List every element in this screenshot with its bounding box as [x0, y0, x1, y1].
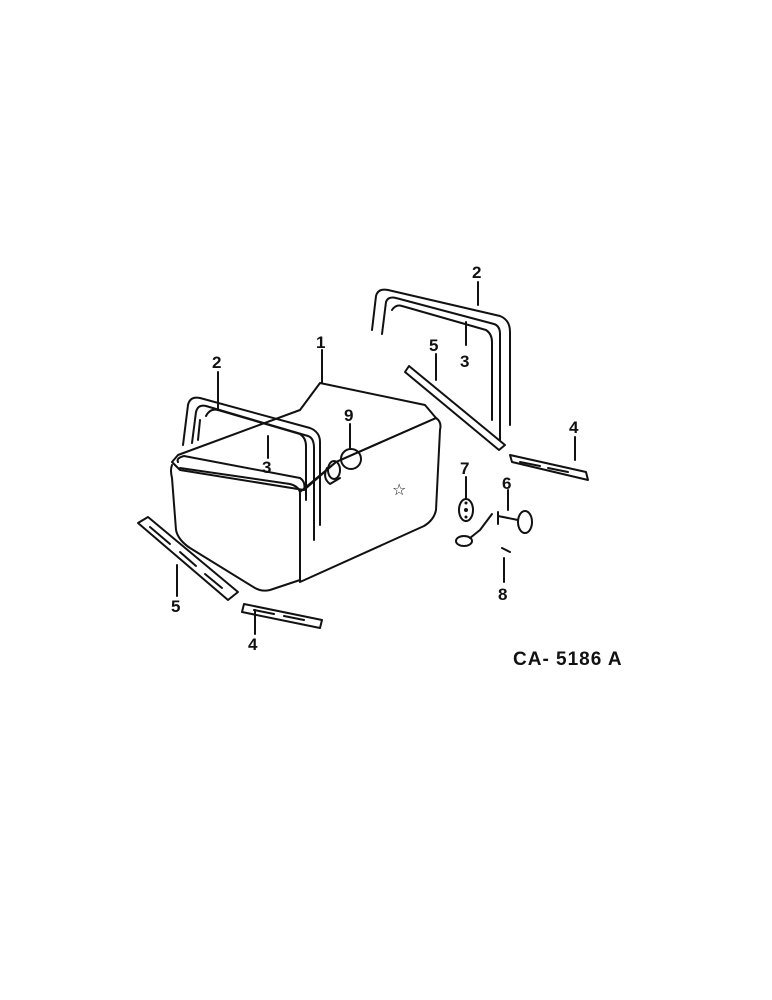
sending-unit [455, 510, 533, 547]
callout-7: 7 [460, 459, 469, 478]
star-icon: ☆ [392, 480, 406, 499]
callout-5-rear: 5 [429, 336, 438, 355]
callout-labels: 1 2 2 3 3 4 4 5 5 6 7 8 9 [171, 263, 579, 654]
bracket-5-rear [404, 365, 506, 451]
diagram-code: CA- 5186 A [513, 649, 623, 670]
callout-5-front: 5 [171, 597, 180, 616]
callout-3-rear: 3 [460, 352, 469, 371]
callout-9: 9 [344, 406, 353, 425]
bracket-4-front [241, 603, 323, 629]
callout-4-front: 4 [248, 635, 258, 654]
callout-6: 6 [502, 474, 511, 493]
callout-2-rear: 2 [472, 263, 481, 282]
fuel-tank: ☆ [170, 382, 442, 592]
bracket-5-front [137, 516, 239, 601]
screw [501, 547, 511, 553]
leader-lines [176, 281, 576, 635]
gauge-plate [458, 498, 474, 522]
callout-2-front: 2 [212, 353, 221, 372]
callout-8: 8 [498, 585, 507, 604]
filler-cap [324, 448, 362, 485]
callout-1: 1 [316, 333, 325, 352]
callout-4-rear: 4 [569, 418, 579, 437]
bracket-4-rear [509, 454, 589, 481]
rear-strap-assembly [371, 288, 511, 441]
front-strap-assembly [182, 396, 321, 541]
callout-3-front: 3 [262, 458, 271, 477]
